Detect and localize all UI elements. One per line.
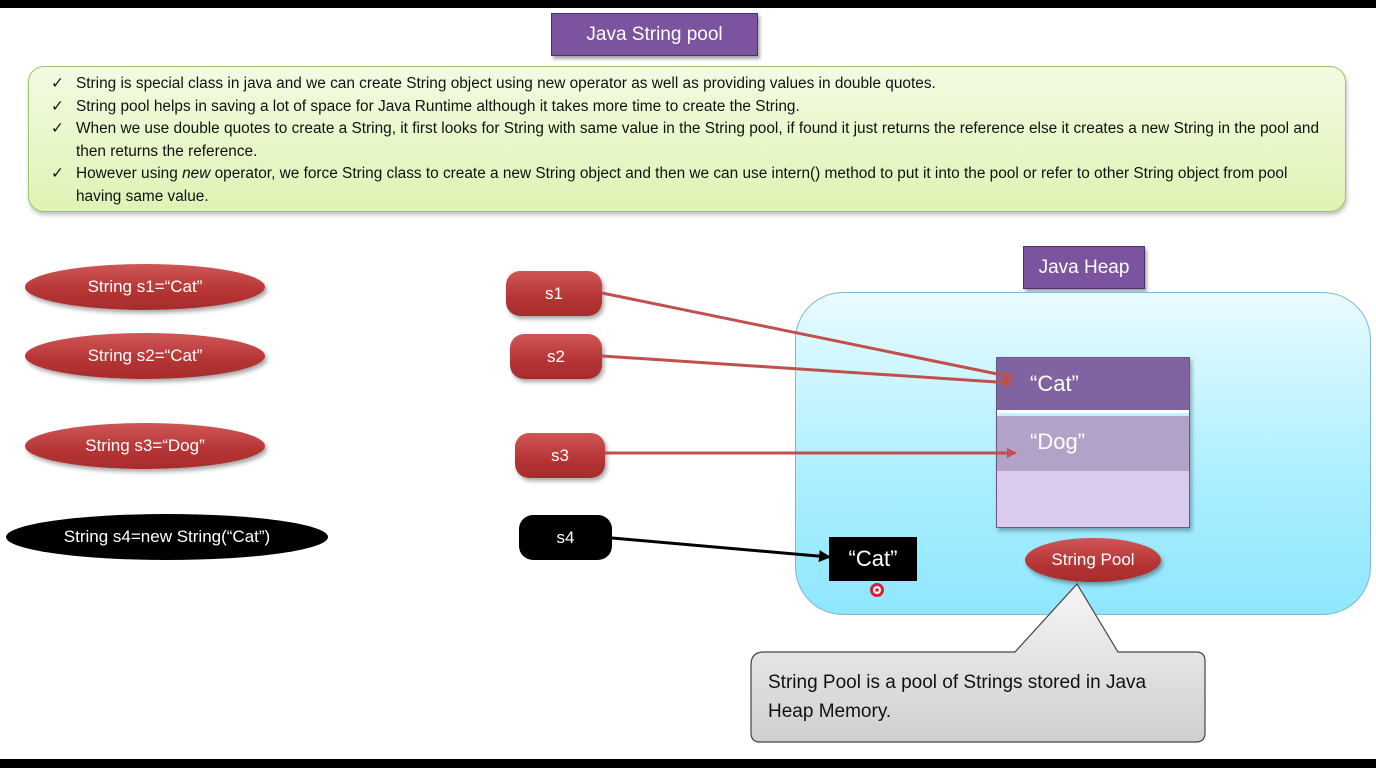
- callout-bubble: [750, 583, 1206, 743]
- note-text: String is special class in java and we c…: [76, 75, 936, 92]
- note-text: String pool helps in saving a lot of spa…: [76, 97, 800, 115]
- reference-s4: s4: [519, 515, 612, 560]
- reference-s3: s3: [515, 433, 605, 478]
- cursor-dot-icon: [875, 588, 879, 592]
- note-text-after: operator, we force String class to creat…: [76, 165, 1288, 205]
- string-pool-label: String Pool: [1025, 538, 1161, 582]
- statement-s3: String s3=“Dog”: [25, 423, 265, 469]
- statement-s2: String s2=“Cat”: [25, 333, 265, 379]
- pool-entry-dog: “Dog”: [997, 416, 1189, 471]
- note-item: ✓ String is special class in java and we …: [47, 73, 1327, 96]
- notes-list: ✓ String is special class in java and we …: [29, 67, 1345, 209]
- string-pool: “Cat” “Dog”: [996, 357, 1190, 528]
- note-text: When we use double quotes to create a St…: [76, 120, 1320, 160]
- note-item: ✓ However using new operator, we force St…: [47, 163, 1327, 208]
- statement-s1: String s1=“Cat”: [25, 264, 265, 310]
- callout-text: String Pool is a pool of Strings stored …: [768, 672, 1147, 722]
- arrow-s2: [601, 354, 1014, 388]
- reference-s2: s2: [510, 334, 602, 379]
- check-icon: ✓: [51, 120, 64, 138]
- note-item: ✓ String pool helps in saving a lot of sp…: [47, 96, 1327, 119]
- arrow-s4: [611, 536, 831, 563]
- pool-entry-empty: [997, 471, 1189, 527]
- check-icon: ✓: [51, 165, 64, 183]
- pool-entry-cat: “Cat”: [997, 358, 1189, 413]
- heap-title: Java Heap: [1023, 246, 1145, 289]
- note-text-emphasis: new: [182, 165, 211, 183]
- page-title: Java String pool: [551, 13, 758, 56]
- check-icon: ✓: [51, 97, 64, 115]
- arrow-s1: [601, 291, 1014, 381]
- statement-s4: String s4=new String(“Cat”): [6, 514, 328, 560]
- notes-box: ✓ String is special class in java and we …: [28, 66, 1346, 212]
- reference-s1: s1: [506, 271, 602, 316]
- note-item: ✓ When we use double quotes to create a S…: [47, 118, 1327, 163]
- bottom-bar: [0, 759, 1376, 768]
- check-icon: ✓: [51, 75, 64, 92]
- heap-object-cat: “Cat”: [829, 537, 917, 581]
- top-bar: [0, 0, 1376, 8]
- note-text-before: However using: [76, 165, 183, 183]
